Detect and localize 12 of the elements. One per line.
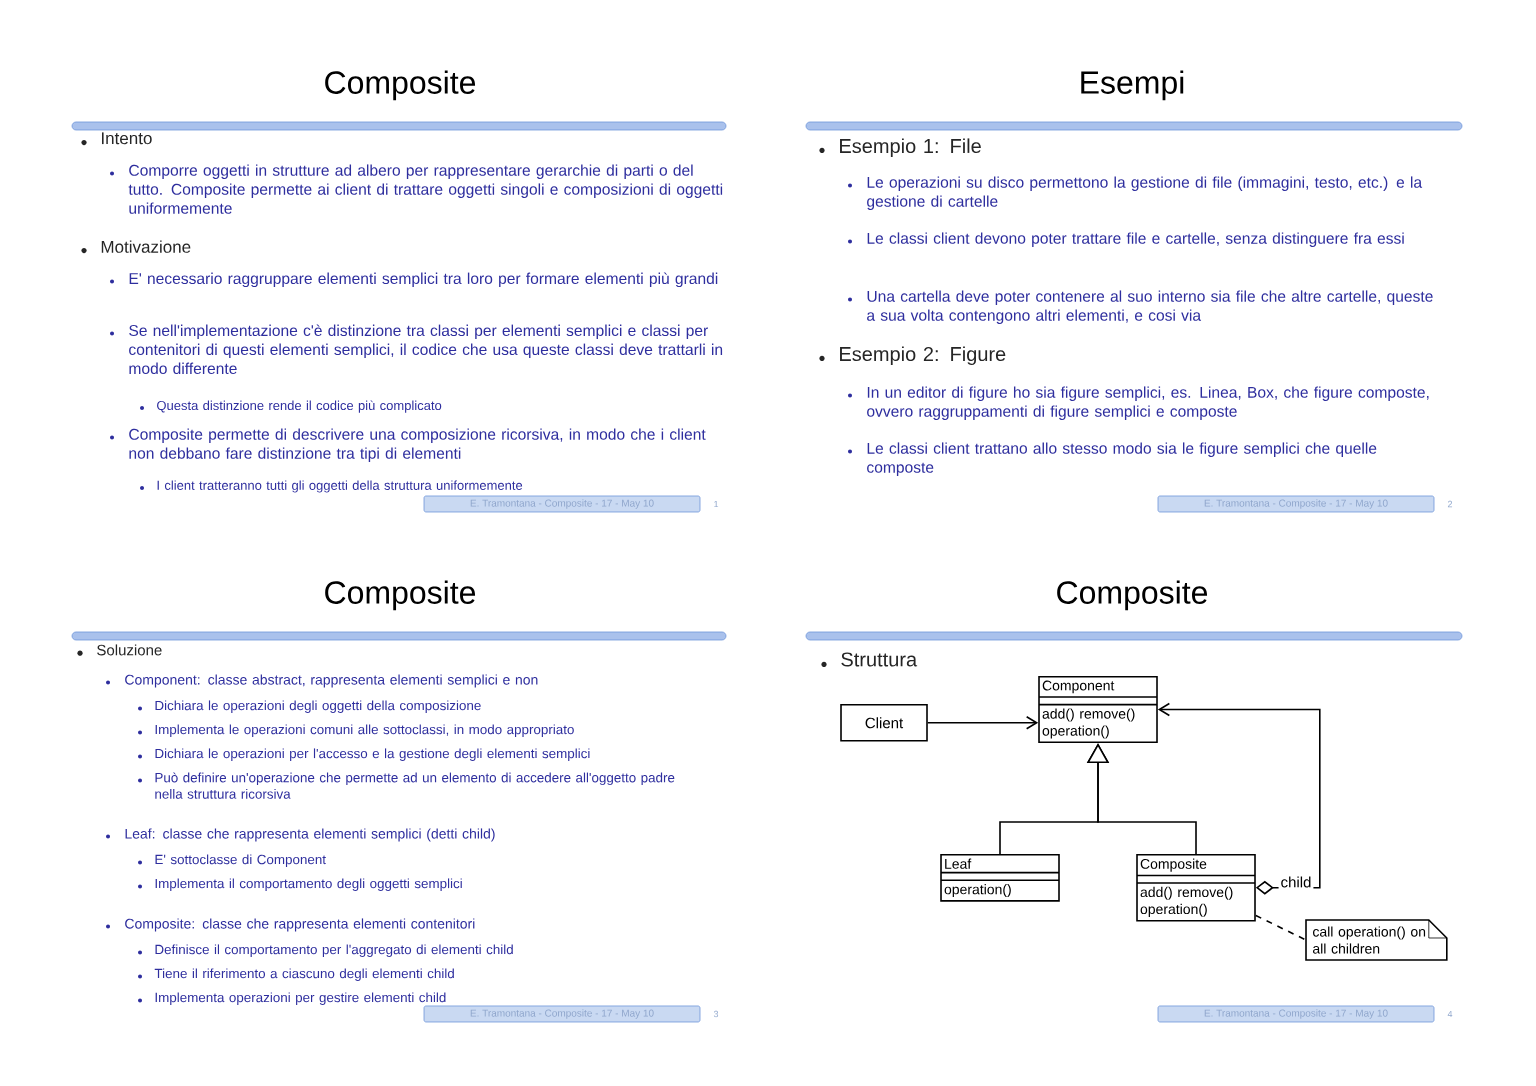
- slide-title: Esempi: [1081, 70, 1184, 101]
- bullet-text: Motivazione: [101, 240, 191, 253]
- bullet-text: Esempio 2: Figure: [840, 346, 1006, 366]
- bullet-text: Intento: [102, 132, 152, 145]
- slide-title: Composite: [1057, 580, 1208, 611]
- slide-title: Composite: [325, 580, 476, 611]
- connector: [1157, 702, 1321, 895]
- slide-title: Composite: [325, 70, 476, 101]
- connector: [1255, 914, 1307, 941]
- connector: [927, 716, 1039, 730]
- bullet-text: Struttura: [841, 652, 918, 667]
- bullet-text: Esempio 1: File: [840, 138, 981, 158]
